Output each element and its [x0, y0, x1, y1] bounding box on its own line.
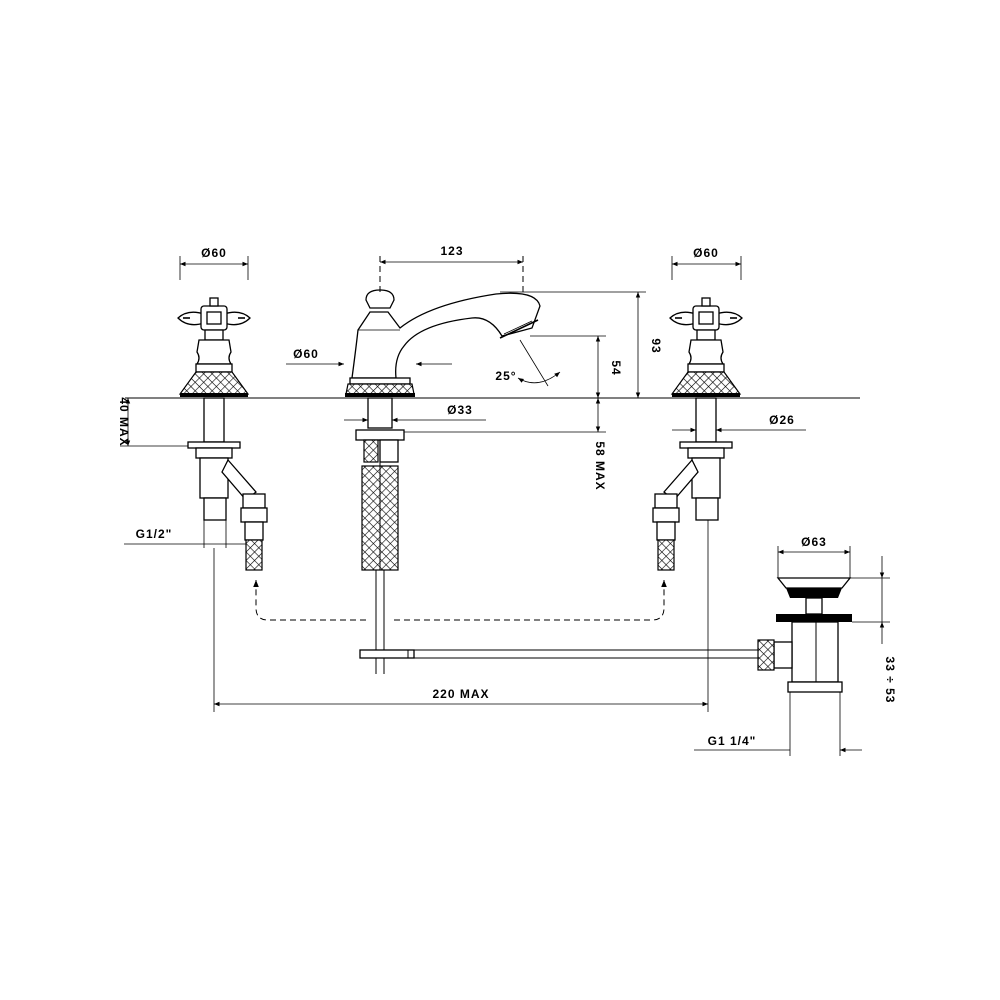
- right-cross-handle: [669, 297, 743, 331]
- dim-spout-base-diameter: Ø60: [286, 347, 452, 367]
- dim-spout-reach: 123: [379, 244, 524, 292]
- waste-cap: [776, 577, 852, 589]
- dim-shank-diameter-right: Ø26: [672, 413, 806, 433]
- flow-lines: [253, 580, 667, 621]
- dim-waste-diameter: Ø63: [777, 535, 851, 578]
- dim-left-handle-diameter: Ø60: [179, 246, 249, 280]
- spout-aerator: [499, 319, 539, 339]
- shank-diameter-center-label: Ø33: [447, 403, 473, 417]
- shank-diameter-right-label: Ø26: [769, 413, 795, 427]
- dim-waste-thread: G1 1/4": [694, 692, 862, 756]
- deck-thickness-center-label: 58 MAX: [593, 441, 607, 490]
- inlet-thread-label: G1/2": [136, 527, 173, 541]
- left-handle-diameter-label: Ø60: [201, 246, 227, 260]
- right-handle-diameter-label: Ø60: [693, 246, 719, 260]
- left-flex-connector: [240, 493, 268, 571]
- spout-outlet-height-label: 54: [609, 360, 623, 375]
- spout-height-label: 93: [649, 338, 663, 353]
- dim-overall-width: 220 MAX: [213, 520, 709, 712]
- dim-inlet-thread: G1/2": [124, 520, 246, 548]
- left-valve-bonnet: [178, 329, 250, 397]
- spout-reach-label: 123: [440, 244, 463, 258]
- right-valve: [652, 297, 743, 571]
- spout-shank: [355, 397, 405, 674]
- dim-spout-outlet-height: 54: [530, 335, 623, 398]
- spout-base-diameter-label: Ø60: [293, 347, 319, 361]
- left-valve: [177, 297, 268, 571]
- dim-deck-thickness-left: 40 MAX: [117, 397, 188, 447]
- dim-waste-height: 33 ÷ 53: [850, 556, 897, 703]
- waste-height-label: 33 ÷ 53: [883, 657, 897, 704]
- left-cross-handle: [177, 297, 251, 331]
- spout-body: [351, 292, 541, 379]
- left-valve-shank: [187, 397, 257, 521]
- waste-thread-label: G1 1/4": [708, 734, 757, 748]
- dim-spout-angle: 25°: [495, 339, 561, 387]
- spout-angle-label: 25°: [495, 369, 516, 383]
- dim-spout-height: 93: [500, 291, 663, 398]
- waste-diameter-label: Ø63: [801, 535, 827, 549]
- right-flex-connector: [652, 493, 680, 571]
- overall-width-label: 220 MAX: [432, 687, 489, 701]
- right-valve-bonnet: [670, 329, 742, 397]
- popup-waste: [757, 577, 852, 693]
- deck-thickness-left-label: 40 MAX: [117, 397, 131, 446]
- right-valve-shank: [663, 397, 733, 521]
- pull-rod: [359, 649, 758, 659]
- dim-right-handle-diameter: Ø60: [671, 246, 742, 280]
- dim-shank-diameter-center: Ø33: [344, 403, 486, 423]
- spout: [345, 289, 541, 397]
- dim-deck-thickness-center: 58 MAX: [404, 398, 607, 491]
